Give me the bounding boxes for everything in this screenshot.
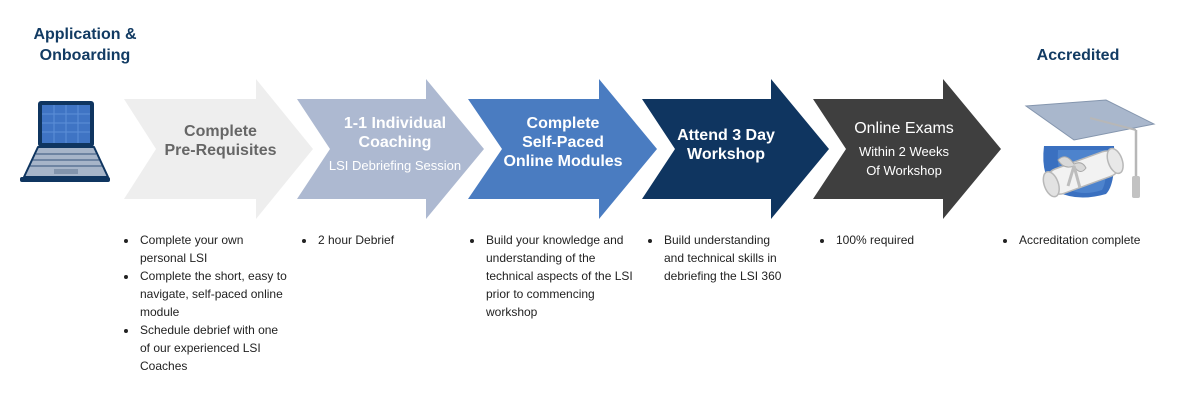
list-item: Accreditation complete [1017,231,1187,249]
laptop-icon [20,101,110,182]
step-5-bullets: 100% required [818,231,984,249]
process-arrows [124,79,1001,219]
step-3-bullets: Build your knowledge and understanding o… [468,231,642,321]
step-3-title: Complete Self-Paced Online Modules [503,115,623,170]
list-item: Schedule debrief with one of our experie… [138,321,288,375]
list-item: Build your knowledge and understanding o… [484,231,642,321]
start-title-line2: Onboarding [39,47,131,64]
step-1-text: Complete Pre-Requisites [148,122,293,160]
step-2-subtitle: LSI Debriefing Session [328,158,462,173]
arrow-step-4 [642,79,829,219]
step-5-subtitle: Within 2 Weeks Of Workshop [858,144,950,178]
graduation-cap-diploma-icon [1024,99,1156,198]
step-1-title: Complete Pre-Requisites [164,123,277,159]
list-item: 100% required [834,231,984,249]
list-item: 2 hour Debrief [316,231,466,249]
end-title: Accredited [1036,47,1120,64]
step-4-text: Attend 3 Day Workshop [664,126,788,164]
step-4-bullets: Build understanding and technical skills… [646,231,792,285]
step-2-text: 1-1 Individual Coaching LSI Debriefing S… [318,114,472,175]
start-title: Application & Onboarding [20,24,150,66]
step-3-text: Complete Self-Paced Online Modules [496,114,630,171]
arrow-step-3 [468,79,657,219]
step-2-title: 1-1 Individual Coaching [343,115,447,151]
arrow-step-2 [297,79,484,219]
arrow-step-1 [124,79,313,219]
step-2-bullets: 2 hour Debrief [300,231,466,249]
step-5-title: Online Exams [854,120,954,137]
list-item: Complete your own personal LSI [138,231,288,267]
start-title-line1: Application & [33,26,137,43]
step-5-text: Online Exams Within 2 Weeks Of Workshop [836,119,972,180]
arrow-step-5 [813,79,1001,219]
step-1-bullets: Complete your own personal LSI Complete … [122,231,288,375]
list-item: Build understanding and technical skills… [662,231,792,285]
list-item: Complete the short, easy to navigate, se… [138,267,288,321]
end-bullets: Accreditation complete [1001,231,1187,249]
step-4-title: Attend 3 Day Workshop [677,127,775,163]
